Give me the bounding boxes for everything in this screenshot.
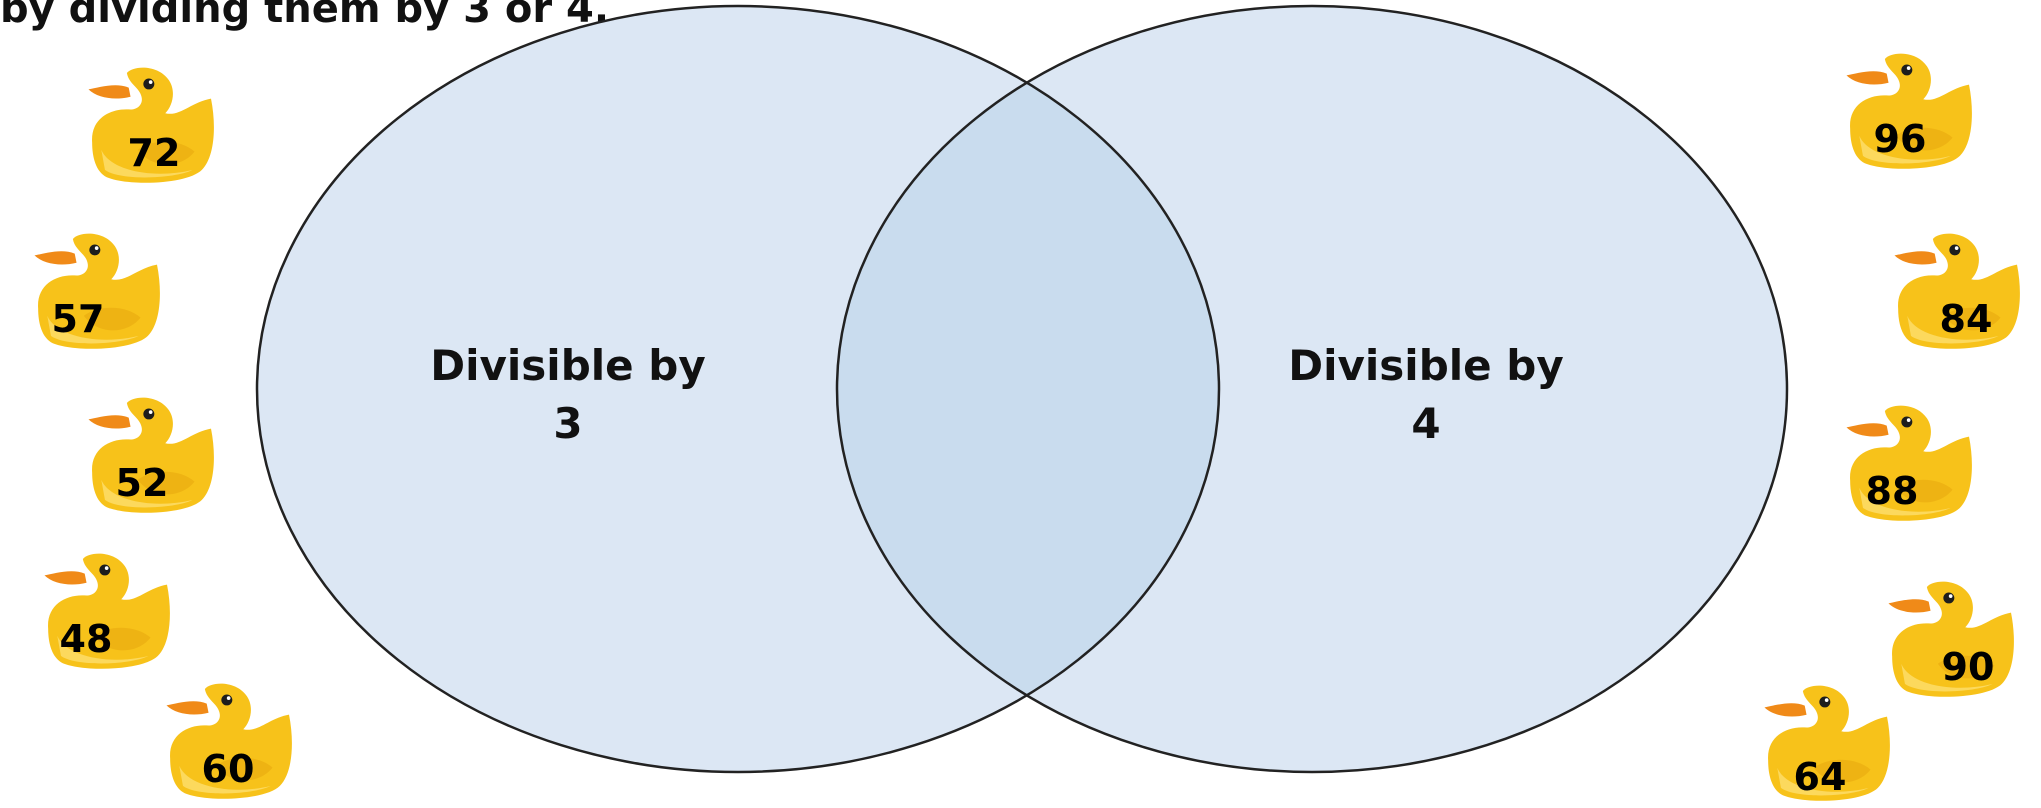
duck-88[interactable]: 88 — [1846, 406, 1971, 521]
duck-number: 72 — [128, 131, 181, 175]
duck-48[interactable]: 48 — [44, 554, 169, 669]
duck-number: 48 — [60, 617, 113, 661]
left-set-label-line1: Divisible by — [430, 341, 705, 390]
duck-90[interactable]: 90 — [1888, 582, 2013, 697]
duck-number: 52 — [116, 461, 169, 505]
duck-number: 90 — [1942, 645, 1995, 689]
duck-number: 60 — [202, 747, 255, 791]
duck-84[interactable]: 84 — [1894, 234, 2019, 349]
duck-64[interactable]: 64 — [1764, 686, 1889, 801]
duck-57[interactable]: 57 — [34, 234, 159, 349]
duck-number: 96 — [1874, 117, 1927, 161]
right-set-label-line2: 4 — [1411, 399, 1440, 448]
duck-60[interactable]: 60 — [166, 684, 291, 799]
duck-72[interactable]: 72 — [88, 68, 213, 183]
duck-number: 88 — [1866, 469, 1919, 513]
duck-96[interactable]: 96 — [1846, 54, 1971, 169]
duck-number: 84 — [1940, 297, 1993, 341]
duck-number: 64 — [1794, 755, 1847, 799]
duck-52[interactable]: 52 — [88, 398, 213, 513]
left-set-label-line2: 3 — [553, 399, 582, 448]
duck-number: 57 — [52, 297, 105, 341]
right-set-label-line1: Divisible by — [1288, 341, 1563, 390]
